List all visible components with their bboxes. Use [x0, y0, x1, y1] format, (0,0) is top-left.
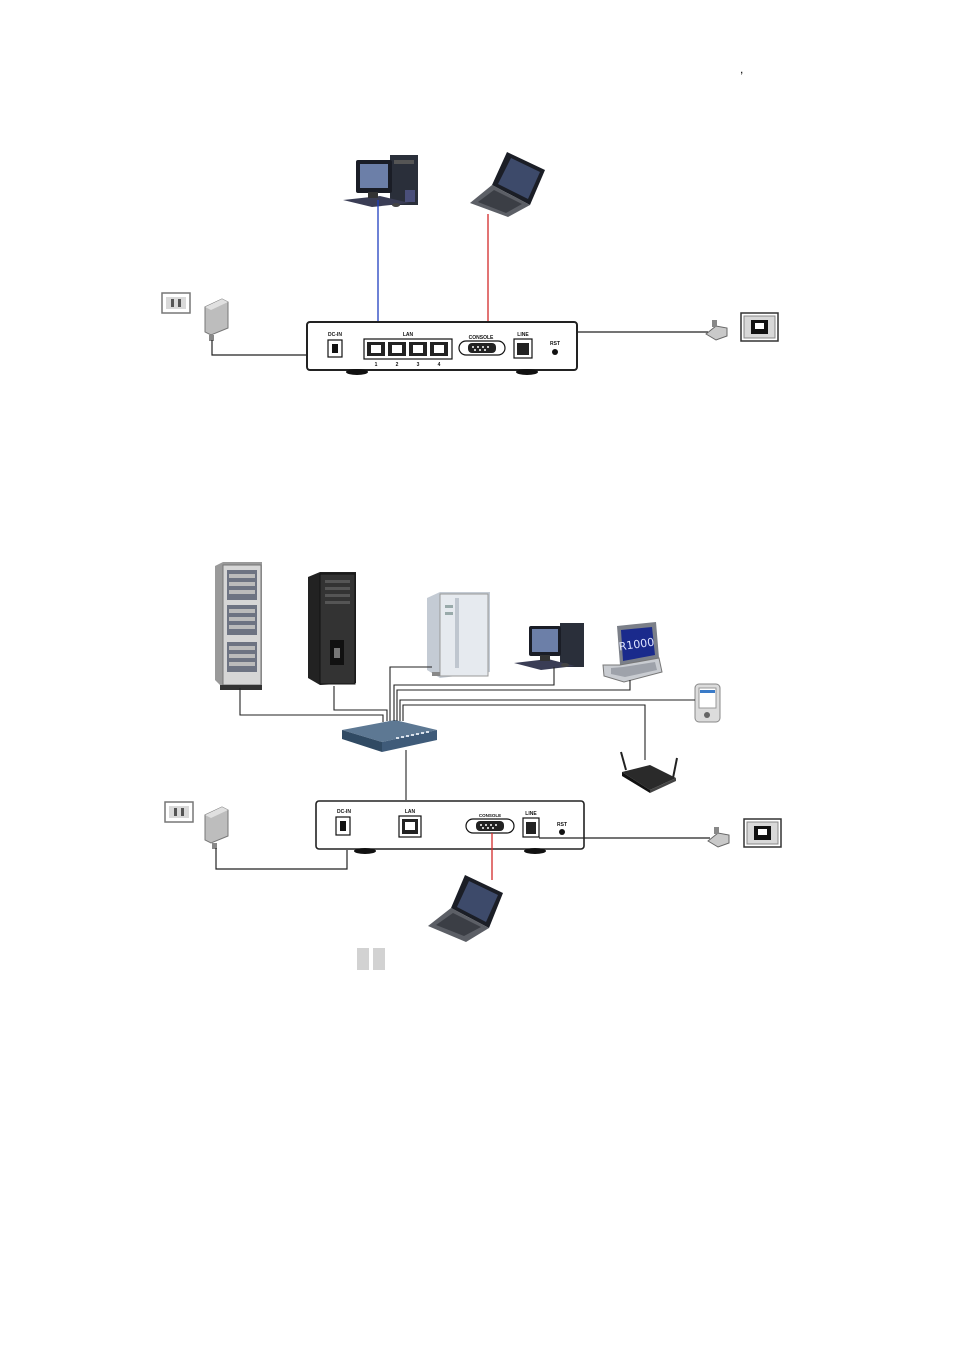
placeholder-blocks [357, 948, 385, 970]
stray-mark: , [740, 62, 744, 76]
phone-plug-icon [705, 320, 728, 341]
console-label-2: CONSOLE [479, 813, 501, 818]
line-label-2: LINE [525, 811, 537, 817]
lan-label: LAN [403, 332, 414, 338]
desktop-pc-2-icon [514, 623, 584, 670]
diagram-switched-network: R1000 [164, 562, 782, 970]
power-cable [211, 340, 307, 356]
pda-icon [694, 683, 721, 723]
diagram-single-router: DC-IN LAN 1 2 3 4 CONSOLE LINE [161, 152, 779, 375]
white-tower-pc-icon [427, 592, 490, 678]
phone-plug-2-icon [707, 827, 730, 848]
reset-label: RST [550, 341, 560, 347]
laptop-icon [470, 152, 545, 217]
laptop-r1000-icon: R1000 [602, 622, 663, 683]
power-outlet-icon [161, 292, 191, 314]
lan-port-4-label: 4 [438, 362, 441, 368]
lan-port-1-label: 1 [375, 362, 378, 368]
console-label: CONSOLE [469, 335, 494, 341]
power-adapter-2-icon [204, 806, 229, 849]
tower-server-icon [308, 572, 356, 685]
dc-in-label-2: DC-IN [337, 809, 351, 815]
ethernet-switch-icon [342, 720, 437, 752]
power-cable-2 [215, 848, 348, 870]
phone-jack-icon [740, 312, 779, 342]
lan-port-3-label: 3 [417, 362, 420, 368]
lan-port-2-label: 2 [396, 362, 399, 368]
lan-label-2: LAN [405, 809, 416, 815]
laptop-screen-text: R1000 [618, 636, 655, 654]
switch-cables [239, 666, 695, 800]
reset-label-2: RST [557, 822, 567, 828]
router-back-panel: DC-IN LAN 1 2 3 4 CONSOLE LINE [306, 321, 578, 375]
line-label: LINE [517, 332, 529, 338]
power-outlet-2-icon [164, 801, 194, 823]
desktop-pc-icon [343, 155, 418, 207]
power-adapter-icon [204, 298, 229, 341]
phone-jack-2-icon [743, 818, 782, 848]
router-2-back-panel: DC-IN LAN CONSOLE LINE RST [315, 800, 585, 854]
rack-server-icon [215, 562, 262, 690]
dc-in-label: DC-IN [328, 332, 342, 338]
console-laptop-icon [428, 875, 503, 942]
wireless-router-icon [620, 751, 678, 793]
